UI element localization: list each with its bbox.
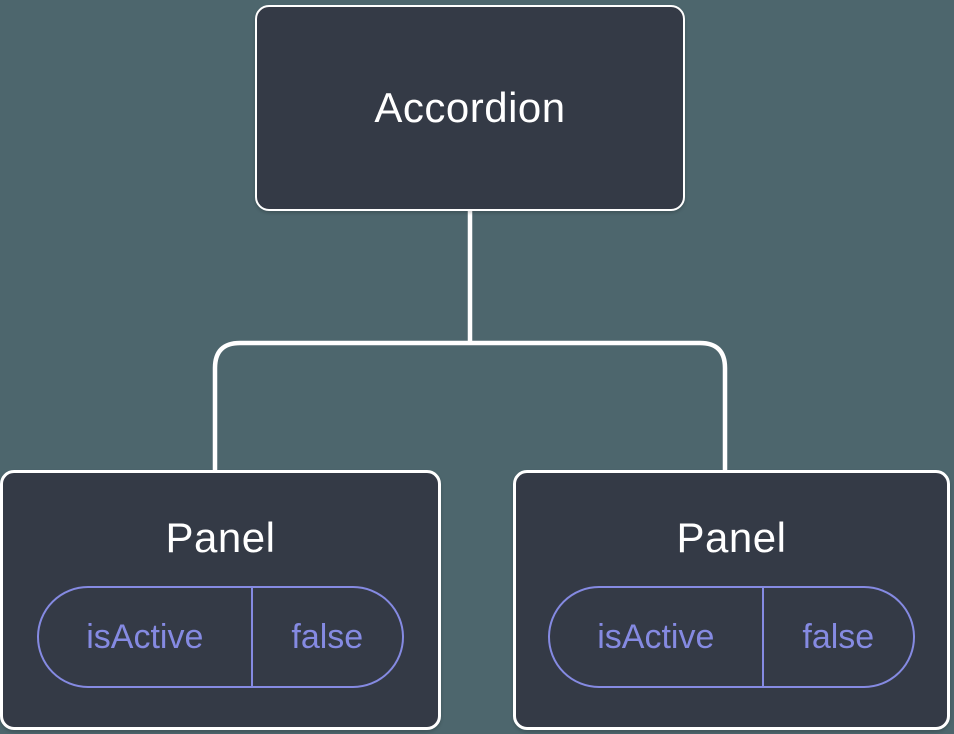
accordion-label: Accordion [374, 84, 566, 131]
prop-name-label: isActive [550, 588, 764, 686]
prop-name-label: isActive [39, 588, 253, 686]
connector-branch [212, 340, 728, 471]
panel-left-title: Panel [165, 514, 276, 561]
prop-pill-left: isActive false [37, 586, 404, 688]
prop-value-label: false [291, 617, 364, 656]
panel-node-right: Panel isActive false [513, 470, 950, 730]
prop-pill-right: isActive false [548, 586, 915, 688]
accordion-node: Accordion [255, 5, 685, 211]
prop-value-label: false [802, 617, 875, 656]
panel-right-title: Panel [676, 514, 787, 561]
panel-node-left: Panel isActive false [0, 470, 441, 730]
